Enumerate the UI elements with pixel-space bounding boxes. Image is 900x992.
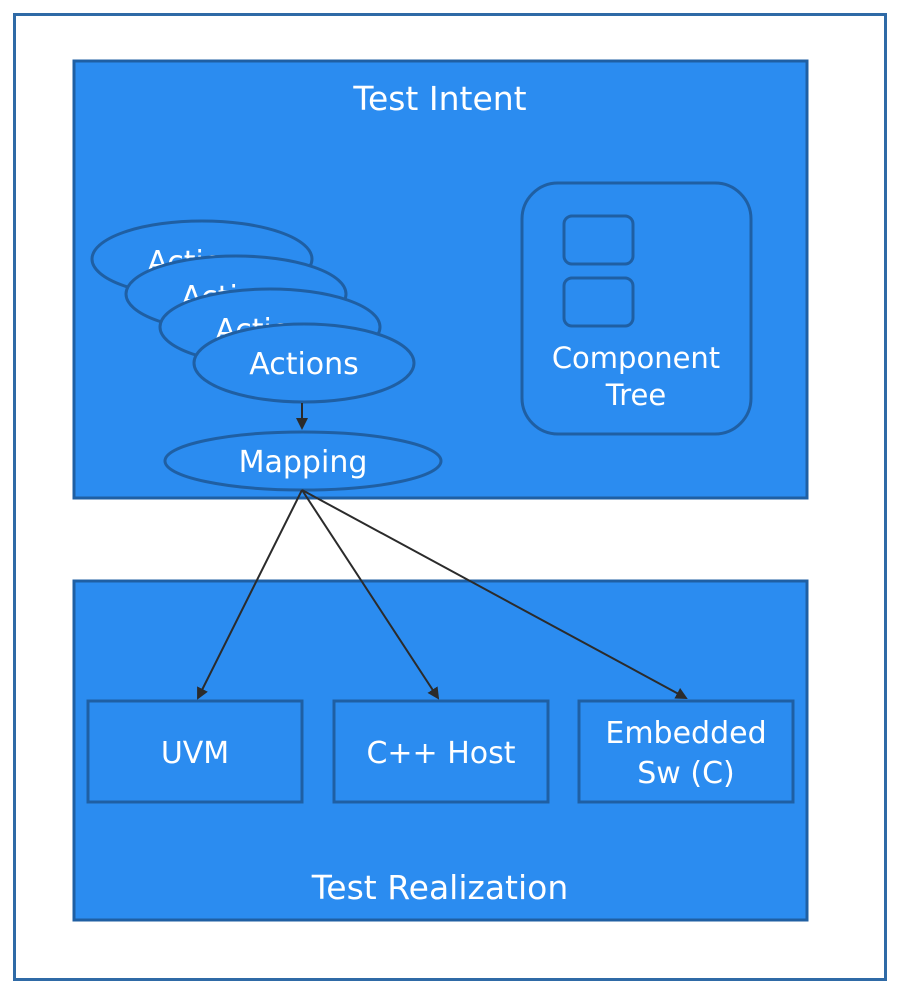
target-uvm-label: UVM xyxy=(161,736,229,771)
mapping-node: Mapping xyxy=(163,430,443,492)
arrow-mapping-to-uvm xyxy=(197,489,303,700)
arrow-mapping-to-cpp-host xyxy=(301,489,440,700)
target-embedded-sw-label-line1: Embedded xyxy=(605,716,766,751)
component-tree-box-top xyxy=(562,214,635,266)
target-cpp-host: C++ Host xyxy=(332,699,550,804)
target-embedded-sw-label-line2: Sw (C) xyxy=(637,756,734,791)
actions-ellipse-front-label: Actions xyxy=(249,347,359,382)
test-realization-title: Test Realization xyxy=(311,868,569,907)
actions-stack: Actions Actions Actions Actions xyxy=(90,219,416,404)
mapping-label: Mapping xyxy=(239,445,368,480)
target-embedded-sw: Embedded Sw (C) xyxy=(577,699,795,804)
target-cpp-host-label: C++ Host xyxy=(366,736,515,771)
target-uvm: UVM xyxy=(86,699,304,804)
component-tree-label-line1: Component xyxy=(552,341,720,375)
component-tree-box-bottom xyxy=(562,276,635,328)
arrow-mapping-to-embedded-sw xyxy=(301,489,688,699)
actions-ellipse-front: Actions xyxy=(192,322,416,404)
component-tree-node: Component Tree xyxy=(520,181,753,436)
test-intent-title: Test Intent xyxy=(352,79,526,118)
component-tree-label-line2: Tree xyxy=(605,378,666,412)
